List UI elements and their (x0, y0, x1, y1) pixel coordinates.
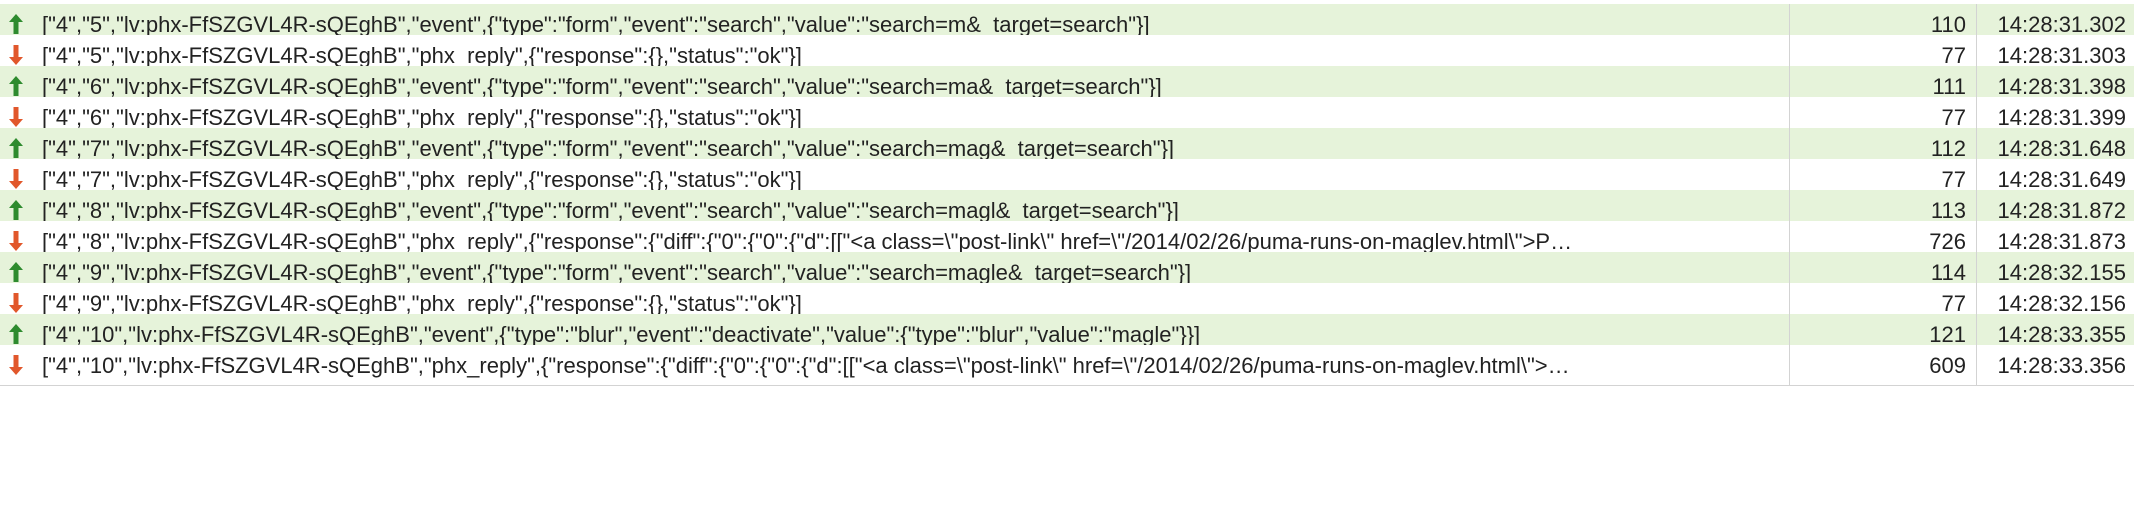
arrow-up-icon (0, 138, 32, 158)
frame-size: 77 (1790, 159, 1977, 199)
frame-message: ["4","7","lv:phx-FfSZGVL4R-sQEghB","even… (32, 128, 1790, 168)
frame-time: 14:28:32.156 (1997, 291, 2126, 316)
frame-size: 110 (1790, 4, 1977, 44)
frame-time: 14:28:31.648 (1997, 136, 2126, 161)
frame-time: 14:28:32.155 (1997, 260, 2126, 285)
arrow-up-icon (0, 324, 32, 344)
frame-size: 77 (1790, 283, 1977, 323)
arrow-down-icon (0, 355, 32, 375)
frame-time: 14:28:31.302 (1997, 12, 2126, 37)
arrow-up-icon (0, 200, 32, 220)
frame-message: ["4","10","lv:phx-FfSZGVL4R-sQEghB","eve… (32, 314, 1790, 354)
frame-time: 14:28:31.303 (1997, 43, 2126, 68)
arrow-down-icon (0, 107, 32, 127)
frame-time: 14:28:31.649 (1997, 167, 2126, 192)
frame-size: 121 (1790, 314, 1977, 354)
frame-size: 77 (1790, 97, 1977, 137)
frame-message: ["4","7","lv:phx-FfSZGVL4R-sQEghB","phx_… (32, 159, 1790, 199)
frame-time: 14:28:31.398 (1997, 74, 2126, 99)
frame-size: 112 (1790, 128, 1977, 168)
frame-time: 14:28:33.355 (1997, 322, 2126, 347)
frame-size: 726 (1790, 221, 1977, 261)
frame-size: 113 (1790, 190, 1977, 230)
frame-message: ["4","8","lv:phx-FfSZGVL4R-sQEghB","phx_… (32, 221, 1790, 261)
arrow-down-icon (0, 293, 32, 313)
frame-time: 14:28:33.356 (1997, 353, 2126, 378)
arrow-down-icon (0, 169, 32, 189)
frame-time: 14:28:31.872 (1997, 198, 2126, 223)
arrow-up-icon (0, 262, 32, 282)
frame-message: ["4","8","lv:phx-FfSZGVL4R-sQEghB","even… (32, 190, 1790, 230)
frame-time: 14:28:31.873 (1997, 229, 2126, 254)
frame-message: ["4","6","lv:phx-FfSZGVL4R-sQEghB","phx_… (32, 97, 1790, 137)
frame-message: ["4","10","lv:phx-FfSZGVL4R-sQEghB","phx… (32, 345, 1790, 385)
frame-message: ["4","5","lv:phx-FfSZGVL4R-sQEghB","phx_… (32, 35, 1790, 75)
frame-message: ["4","9","lv:phx-FfSZGVL4R-sQEghB","phx_… (32, 283, 1790, 323)
arrow-up-icon (0, 76, 32, 96)
frame-size: 609 (1790, 345, 1977, 385)
arrow-up-icon (0, 14, 32, 34)
frame-size: 111 (1790, 66, 1977, 106)
frame-time: 14:28:31.399 (1997, 105, 2126, 130)
frame-message: ["4","6","lv:phx-FfSZGVL4R-sQEghB","even… (32, 66, 1790, 106)
frame-size: 77 (1790, 35, 1977, 75)
frame-message: ["4","5","lv:phx-FfSZGVL4R-sQEghB","even… (32, 4, 1790, 44)
frame-size: 114 (1790, 252, 1977, 292)
frame-message: ["4","9","lv:phx-FfSZGVL4R-sQEghB","even… (32, 252, 1790, 292)
arrow-down-icon (0, 231, 32, 251)
arrow-down-icon (0, 45, 32, 65)
frame-row[interactable]: ["4","10","lv:phx-FfSZGVL4R-sQEghB","phx… (0, 345, 2134, 386)
